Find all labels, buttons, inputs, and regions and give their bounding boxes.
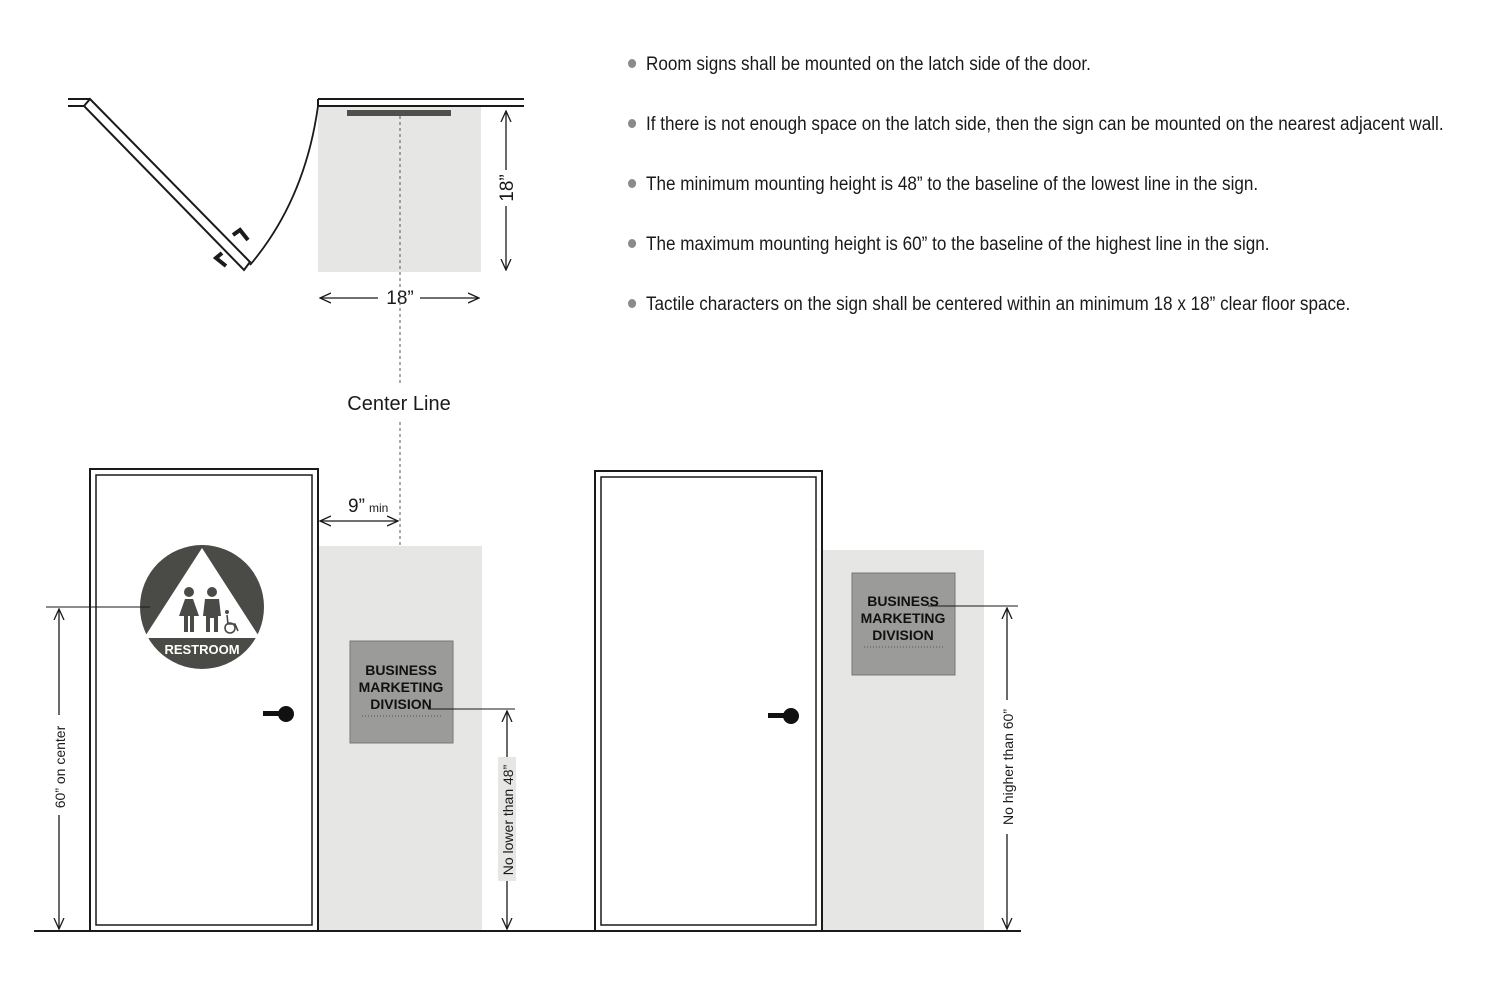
on-center-dim: 60” on center <box>52 725 68 808</box>
clearance-value: 9” <box>348 496 365 517</box>
center-line-label: Center Line <box>347 393 450 415</box>
plan-sign <box>347 110 451 116</box>
right-door-handle <box>768 708 799 724</box>
clearance-unit: min <box>369 501 388 515</box>
left-door-handle <box>263 706 294 722</box>
plan-door-handle <box>212 227 250 268</box>
right-sign-line-3: DIVISION <box>872 627 933 643</box>
left-door <box>95 474 313 926</box>
plan-view: 18” 18” <box>68 97 524 309</box>
requirement-item: If there is not enough space on the latc… <box>628 112 1444 172</box>
plan-door-leaf <box>82 97 252 272</box>
left-sign-line-1: BUSINESS <box>365 662 437 678</box>
restroom-sign: RESTROOM <box>140 545 264 669</box>
right-sign-line-1: BUSINESS <box>867 593 939 609</box>
man-icon <box>203 587 221 632</box>
left-sign-line-2: MARKETING <box>359 679 444 695</box>
requirement-item: The minimum mounting height is 48” to th… <box>628 172 1402 232</box>
left-sign-line-3: DIVISION <box>370 696 431 712</box>
requirements-list: Room signs shall be mounted on the latch… <box>628 52 1488 352</box>
min-height-dim: No lower than 48” <box>500 764 516 875</box>
right-door-frame <box>594 470 823 932</box>
wheelchair-icon <box>224 610 239 634</box>
elevation-right: BUSINESS MARKETING DIVISION No higher th… <box>594 470 1018 932</box>
right-sign-line-2: MARKETING <box>861 610 946 626</box>
left-door-frame <box>89 468 319 932</box>
left-room-sign: BUSINESS MARKETING DIVISION <box>349 640 454 744</box>
plan-wall-right <box>317 98 524 107</box>
requirement-item: The maximum mounting height is 60” to th… <box>628 232 1402 292</box>
requirement-item: Tactile characters on the sign shall be … <box>628 292 1402 352</box>
plan-door-swing-arc <box>249 105 319 266</box>
requirement-item: Room signs shall be mounted on the latch… <box>628 52 1402 112</box>
right-room-sign: BUSINESS MARKETING DIVISION <box>851 572 956 676</box>
max-height-dim: No higher than 60” <box>1000 709 1016 825</box>
plan-depth-dim: 18” <box>497 174 518 201</box>
right-door <box>600 476 817 926</box>
woman-icon <box>179 587 199 632</box>
elevation-left: RESTROOM BUSINESS MARKETING DIVISION 9” … <box>46 468 516 932</box>
restroom-label: RESTROOM <box>164 642 239 657</box>
